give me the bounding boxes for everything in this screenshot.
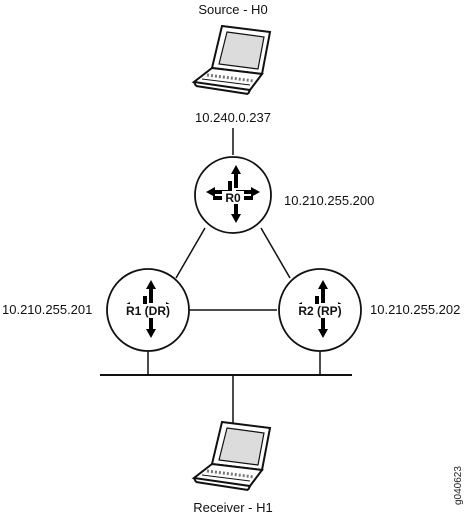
router-r0-name: R0: [225, 191, 241, 205]
router-r2: R2 (RP): [278, 268, 362, 352]
laptop-icon: [192, 24, 272, 96]
router-r1: R1 (DR): [106, 268, 190, 352]
router-r0-ip: 10.210.255.200: [284, 193, 374, 208]
router-r1-name: R1 (DR): [126, 304, 170, 318]
source-ip: 10.240.0.237: [195, 110, 271, 125]
receiver-label: Receiver - H1: [193, 500, 272, 515]
source-label: Source - H0: [198, 2, 267, 17]
router-r2-ip: 10.210.255.202: [370, 302, 460, 317]
router-r0: R0: [194, 156, 272, 234]
router-r2-name: R2 (RP): [298, 304, 341, 318]
laptop-icon: [192, 420, 272, 492]
link-r0-r1: [175, 227, 206, 279]
link-r0-r2: [260, 227, 291, 279]
figure-id: g040623: [453, 466, 464, 505]
router-r1-ip: 10.210.255.201: [2, 302, 92, 317]
